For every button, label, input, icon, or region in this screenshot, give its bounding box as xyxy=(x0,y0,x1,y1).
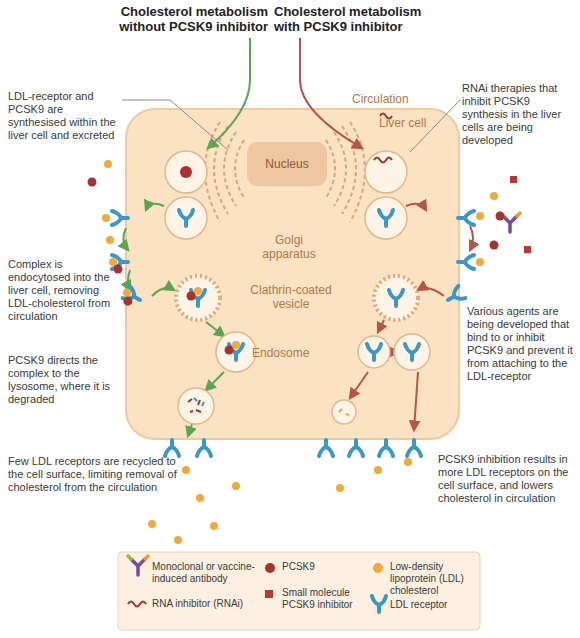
part-label: Endosome xyxy=(252,346,332,360)
membrane-receptors xyxy=(102,214,110,222)
legend-text: Monoclonal or vaccine-induced antibody xyxy=(152,561,257,585)
column-heading: Cholesterol metabolism with PCSK9 inhibi… xyxy=(274,4,444,34)
callout-note: RNAi therapies that inhibit PCSK9 synthe… xyxy=(462,82,576,147)
legend-panel xyxy=(372,596,386,612)
ldl-particles xyxy=(174,536,182,544)
legend-panel xyxy=(118,552,480,630)
ldl-particles xyxy=(232,482,240,490)
inhibitors xyxy=(88,178,97,187)
ldl-particles xyxy=(182,466,190,474)
membrane-receptors xyxy=(476,258,484,266)
legend-text: Low-density lipoprotein (LDL) cholestero… xyxy=(390,561,478,597)
callout-note: LDL-receptor and PCSK9 are synthesised w… xyxy=(8,90,122,142)
legend-swatch xyxy=(265,590,273,598)
pathway-lines xyxy=(470,226,473,250)
ldl-particles xyxy=(210,522,218,530)
column-heading: Cholesterol metabolism without PCSK9 inh… xyxy=(118,4,268,34)
membrane-receptors xyxy=(319,440,333,456)
ldl-particles xyxy=(106,236,114,244)
region-label: Circulation xyxy=(352,92,432,106)
inhibitors xyxy=(510,176,517,183)
node-label: Liver cell xyxy=(379,116,426,130)
inhibitors xyxy=(496,212,505,221)
ldl-particles xyxy=(336,484,344,492)
part-label: Golgi apparatus xyxy=(250,233,328,261)
callout-note: Complex is endocytosed into the liver ce… xyxy=(8,258,124,323)
inhibitors xyxy=(524,246,531,253)
membrane-receptors xyxy=(379,440,393,456)
callout-note: Various agents are being developed that … xyxy=(467,305,579,383)
legend-text: Small molecule PCSK9 inhibitor xyxy=(282,587,367,611)
ldl-particles xyxy=(196,494,204,502)
ldl-particles xyxy=(374,466,382,474)
inhibitors xyxy=(500,213,520,232)
membrane-receptors xyxy=(458,255,474,269)
membrane-receptors xyxy=(476,212,484,220)
membrane-receptors xyxy=(197,440,211,456)
legend-text: LDL receptor xyxy=(390,599,478,611)
legend-text: RNA inhibitor (RNAi) xyxy=(152,598,257,610)
callout-note: PCSK9 directs the complex to the lysosom… xyxy=(8,354,126,406)
legend-text: PCSK9 xyxy=(282,561,367,573)
legend-swatch xyxy=(373,563,383,573)
liver-cell: Liver cellNucleus xyxy=(125,108,460,440)
inhibitors xyxy=(490,241,499,250)
legend-panel xyxy=(128,602,146,607)
ldl-particles xyxy=(404,458,412,466)
inhibitors xyxy=(104,160,112,168)
legend-panel xyxy=(118,552,480,630)
legend-swatch xyxy=(265,563,275,573)
membrane-receptors xyxy=(407,440,421,456)
ldl-particles xyxy=(490,192,498,200)
ldl-particles xyxy=(148,520,156,528)
membrane-receptors xyxy=(458,211,474,225)
nucleus: Nucleus xyxy=(247,142,327,186)
part-label: Clathrin-coated vesicle xyxy=(248,283,334,311)
node-label: Nucleus xyxy=(265,157,308,171)
membrane-receptors xyxy=(165,440,179,456)
callout-note: PCSK9 inhibition results in more LDL rec… xyxy=(438,453,578,505)
callout-note: Few LDL receptors are recycled to the ce… xyxy=(8,455,193,494)
legend-panel xyxy=(128,556,148,575)
membrane-receptors xyxy=(349,440,363,456)
